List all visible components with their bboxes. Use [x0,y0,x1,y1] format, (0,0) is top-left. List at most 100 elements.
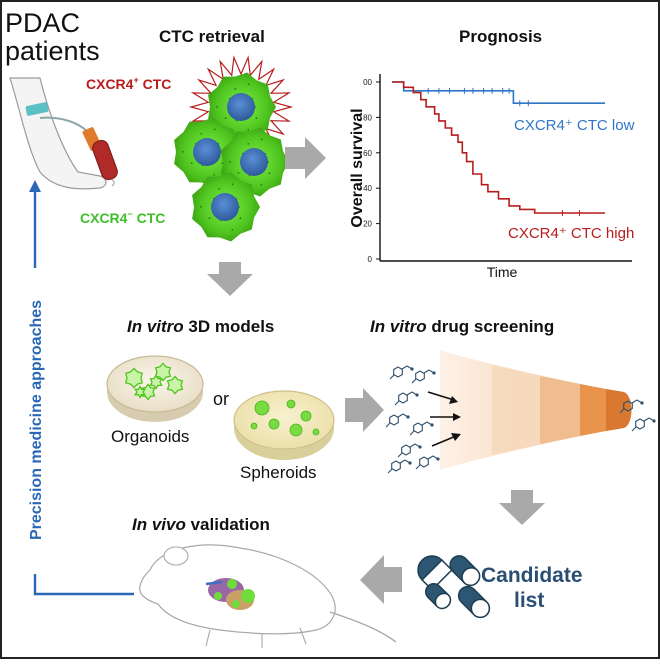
spheroid-dish-top [233,390,335,450]
pills-illustration [417,555,491,619]
mouse-illustration [139,544,397,648]
y-tick-label: 80 [363,113,372,122]
pill-4 [425,583,452,610]
drug-molecule-icon [619,399,644,414]
drug-molecule-icon [387,459,412,474]
drug-molecule-icon [394,391,419,406]
models-title: In vitro 3D models [127,317,274,336]
drug-molecules [385,365,656,474]
blood-tube [92,139,118,181]
arrow-to-prognosis [285,137,326,179]
ctc-cell-left-nucleus [193,138,221,166]
pill-1 [417,555,453,591]
screen-arrow-1 [427,391,455,401]
organoid [166,375,184,395]
spheroid [250,422,258,430]
y-tick-label: 20 [363,220,372,229]
arrow-to-candidates [499,490,545,525]
spheroid-dish [233,390,335,460]
screen-arrow-1-head [449,396,458,404]
survival-series-group [392,81,605,216]
pill-2 [449,555,481,587]
y-tick-label: 00 [363,78,372,87]
organoid [125,367,143,389]
organoid [154,362,172,382]
ctc-cell-left-granule [190,162,193,165]
ctc-cell-right-granule [229,160,231,163]
screen-arrow-3-head [451,433,461,441]
drug-molecule-icon [411,369,436,384]
ctc-cell-cluster [174,55,294,242]
funnel-band-1 [492,365,540,455]
ctc-cell-left-granule [213,174,216,176]
ctc-cell-bottom-granule [231,183,234,186]
arrow-to-validation [360,555,402,604]
screen-arrow-3 [431,435,457,447]
series-high-label: CXCR4⁺ CTC high [508,225,634,242]
mouse-tumor-3 [232,600,240,608]
drug-molecule-icon [385,413,410,428]
screening-funnel [440,350,632,470]
cxcr4-positive-cell-granule [247,83,250,86]
organoid [133,385,147,399]
y-tick-label: 40 [363,184,372,193]
precision-medicine-loop: Precision medicine approaches [28,180,134,596]
ctc-cell-bottom-granule [218,188,221,190]
ctc-cell-left-granule [213,128,216,131]
ctc-cell-left-granule [200,133,203,135]
arm-blood-draw-illustration [9,77,118,190]
organoid-blobs [125,362,184,401]
cxcr4-positive-cell-nucleus [227,93,255,121]
funnel-tip [606,389,632,431]
screening-arrows [427,391,461,447]
tourniquet-band [25,102,49,116]
spheroid [268,418,280,430]
arrow-to-models [207,262,253,296]
spheroid [300,410,312,422]
spheroid [312,428,320,436]
series-high-line [392,81,605,214]
loop-bracket [33,574,134,596]
ctc-cell-bottom-granule [208,217,211,220]
mouse-ear [163,546,189,566]
series-low-label: CXCR4⁺ CTC low [514,117,635,134]
pill-3 [457,585,491,619]
cxcr4-negative-label: CXCR4− CTC [80,209,165,226]
cxcr4-positive-cell-granule [216,105,218,108]
y-tick-label: 0 [368,255,373,264]
drug-molecule-icon [389,365,414,380]
spheroid [286,399,296,409]
mouse-tumor-1 [227,579,237,589]
organoids-label: Organoids [111,427,189,446]
organoid [149,374,163,390]
drug-molecule-icon [409,421,434,436]
drug-molecule-icon [397,443,422,458]
screening-title: In vitro drug screening [370,317,554,336]
y-axis-label: Overall survival [349,108,366,227]
spheroid-blobs [250,399,320,437]
validation-title: In vivo validation [132,515,270,534]
retrieval-title: CTC retrieval [159,27,265,46]
mouse-legs [205,627,307,648]
ctc-cell-right-granule [247,143,250,145]
candidate-list-label: Candidate list [481,564,588,612]
ctc-cell-bottom-granule [200,205,202,208]
ctc-cell-right-granule [268,172,271,175]
or-label: or [213,389,229,409]
loop-up-arrowhead [29,180,41,192]
ctc-cell-right-granule [260,138,263,141]
ctc-cell-bottom-nucleus [211,193,239,221]
mouse-tumor-4 [214,592,222,600]
spheroid [254,400,270,416]
ctc-cell-left-granule [182,150,184,153]
patients-label: PDAC patients [5,8,100,66]
cxcr4-positive-cell-granule [224,117,227,119]
arrow-to-screening [345,388,384,432]
precision-medicine-label: Precision medicine approaches [28,300,45,540]
ctc-cell-right-granule [260,184,263,186]
cxcr4-positive-cell-granule [234,88,237,90]
